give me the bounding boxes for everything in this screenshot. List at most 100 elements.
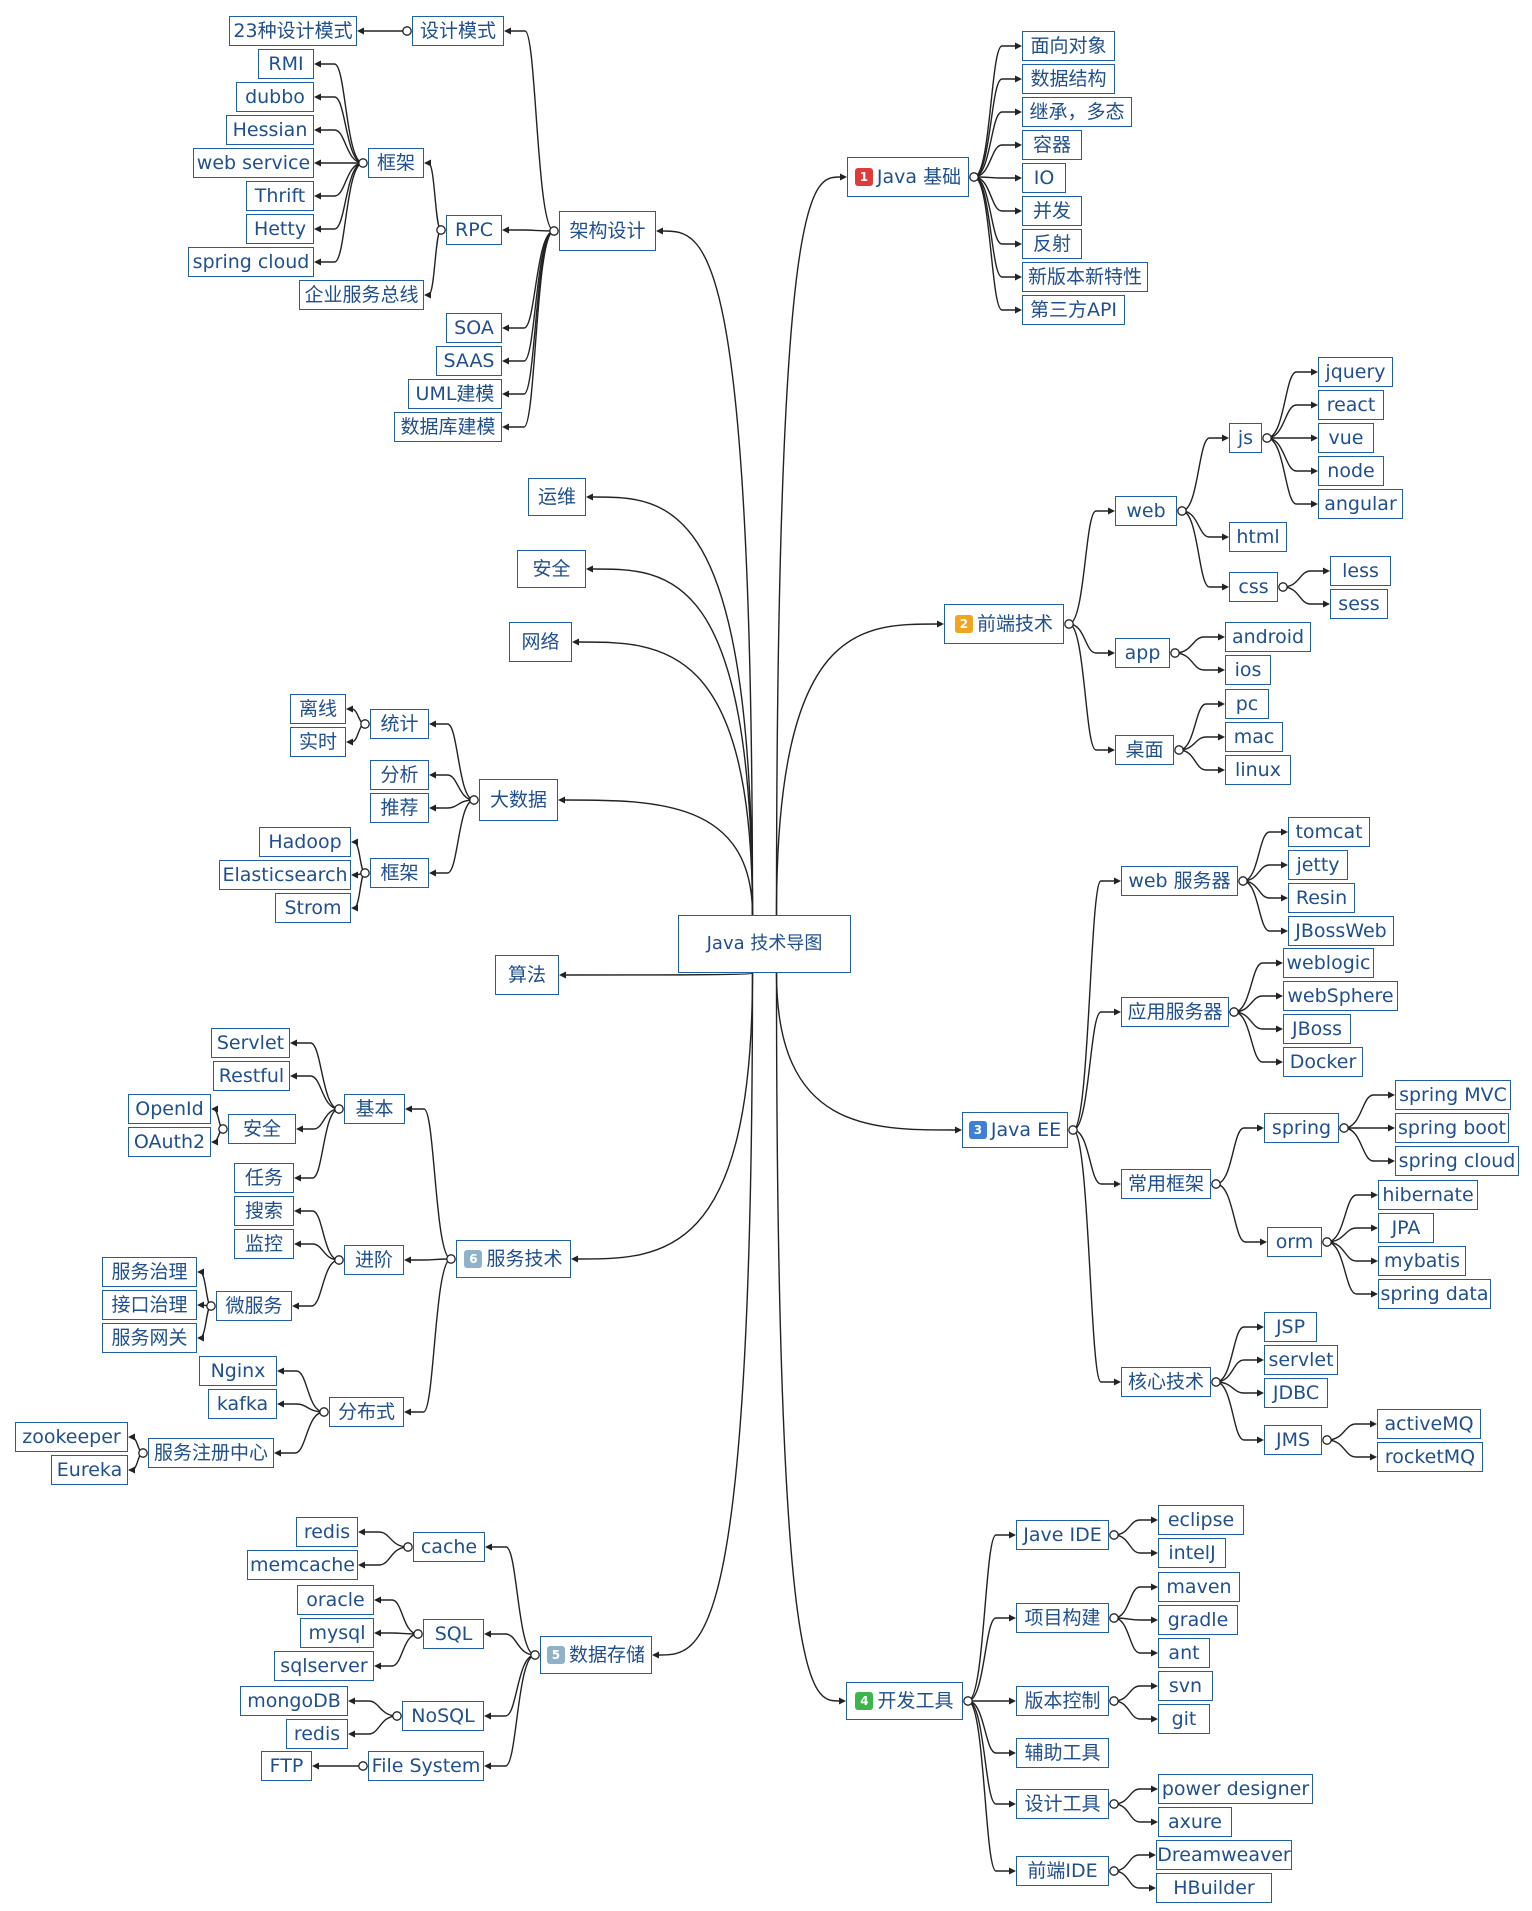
- node-algo[interactable]: 算法: [495, 955, 559, 995]
- node-node[interactable]: node: [1318, 456, 1384, 486]
- collapse-toggle-app[interactable]: [1170, 648, 1180, 658]
- node-arch[interactable]: 架构设计: [559, 211, 656, 251]
- node-j9[interactable]: 第三方API: [1022, 295, 1125, 325]
- node-j3[interactable]: 继承，多态: [1022, 97, 1132, 127]
- node-gw[interactable]: 服务网关: [102, 1323, 197, 1353]
- node-feide[interactable]: 前端IDE: [1016, 1856, 1109, 1886]
- node-cache[interactable]: cache: [413, 1532, 485, 1562]
- node-rmi[interactable]: RMI: [258, 49, 314, 79]
- node-design[interactable]: 设计工具: [1016, 1789, 1109, 1819]
- node-offline[interactable]: 离线: [290, 694, 346, 724]
- node-sboot[interactable]: spring boot: [1395, 1113, 1509, 1143]
- node-sgov[interactable]: 服务治理: [102, 1257, 197, 1287]
- node-vue[interactable]: vue: [1318, 423, 1374, 453]
- node-hadoop[interactable]: Hadoop: [259, 827, 351, 857]
- node-rec[interactable]: 推荐: [370, 793, 429, 823]
- node-uml[interactable]: UML建模: [408, 379, 502, 409]
- collapse-toggle-tools[interactable]: [963, 1696, 973, 1706]
- collapse-toggle-rpc[interactable]: [436, 225, 446, 235]
- node-pd[interactable]: power designer: [1158, 1774, 1313, 1804]
- node-redis1[interactable]: redis: [296, 1517, 358, 1547]
- node-hb[interactable]: HBuilder: [1156, 1873, 1272, 1903]
- node-ide[interactable]: Jave IDE: [1016, 1520, 1109, 1550]
- node-linux[interactable]: linux: [1225, 755, 1291, 785]
- node-svn[interactable]: svn: [1158, 1671, 1213, 1701]
- node-adv[interactable]: 进阶: [344, 1245, 404, 1275]
- collapse-toggle-secb[interactable]: [218, 1124, 228, 1134]
- node-axure[interactable]: axure: [1158, 1807, 1232, 1837]
- node-hessian[interactable]: Hessian: [226, 115, 314, 145]
- node-build[interactable]: 项目构建: [1016, 1603, 1109, 1633]
- node-sec[interactable]: 安全: [517, 550, 586, 588]
- node-dp23[interactable]: 23种设计模式: [229, 16, 357, 46]
- node-esb[interactable]: 企业服务总线: [299, 280, 424, 310]
- node-bfw[interactable]: 框架: [370, 858, 429, 888]
- node-servletb[interactable]: Servlet: [211, 1028, 290, 1058]
- node-j7[interactable]: 反射: [1022, 229, 1082, 259]
- node-es[interactable]: Elasticsearch: [219, 860, 351, 890]
- node-jbossweb[interactable]: JBossWeb: [1288, 916, 1394, 946]
- node-gradle[interactable]: gradle: [1158, 1605, 1238, 1635]
- node-sdata[interactable]: spring data: [1378, 1279, 1491, 1309]
- node-android[interactable]: android: [1225, 622, 1311, 652]
- node-redis2[interactable]: redis: [286, 1719, 348, 1749]
- node-reg[interactable]: 服务注册中心: [148, 1438, 274, 1468]
- node-jpa[interactable]: JPA: [1378, 1213, 1434, 1243]
- node-intelj[interactable]: intelJ: [1158, 1538, 1226, 1568]
- node-ant[interactable]: ant: [1158, 1638, 1210, 1668]
- collapse-toggle-ws[interactable]: [1238, 876, 1248, 886]
- node-sess[interactable]: sess: [1330, 589, 1388, 619]
- collapse-toggle-js[interactable]: [1262, 433, 1272, 443]
- node-nginx[interactable]: Nginx: [199, 1356, 277, 1386]
- node-j6[interactable]: 并发: [1022, 196, 1082, 226]
- node-bd[interactable]: 大数据: [479, 779, 558, 821]
- node-basic[interactable]: 基本: [344, 1094, 405, 1124]
- collapse-toggle-desk[interactable]: [1174, 745, 1184, 755]
- collapse-toggle-web[interactable]: [1177, 506, 1187, 516]
- node-task[interactable]: 任务: [234, 1163, 294, 1193]
- collapse-toggle-svc[interactable]: [446, 1254, 456, 1264]
- node-docker[interactable]: Docker: [1283, 1047, 1363, 1077]
- node-wsvc[interactable]: web service: [193, 148, 314, 178]
- node-jetty[interactable]: jetty: [1288, 850, 1348, 880]
- collapse-toggle-ds[interactable]: [530, 1650, 540, 1660]
- node-j5[interactable]: IO: [1022, 163, 1066, 193]
- node-spring[interactable]: spring: [1264, 1113, 1339, 1143]
- node-aux[interactable]: 辅助工具: [1016, 1738, 1109, 1768]
- node-j4[interactable]: 容器: [1022, 130, 1082, 160]
- node-eclipse[interactable]: eclipse: [1158, 1505, 1244, 1535]
- node-jq[interactable]: jquery: [1318, 357, 1393, 387]
- node-dubbo[interactable]: dubbo: [236, 82, 314, 112]
- node-rpc[interactable]: RPC: [446, 215, 502, 245]
- node-jsp[interactable]: JSP: [1264, 1312, 1317, 1342]
- node-thrift[interactable]: Thrift: [246, 181, 314, 211]
- node-fs[interactable]: File System: [368, 1751, 484, 1781]
- collapse-toggle-as[interactable]: [1229, 1007, 1239, 1017]
- node-kafka[interactable]: kafka: [208, 1389, 277, 1419]
- collapse-toggle-ms[interactable]: [206, 1301, 216, 1311]
- collapse-toggle-bfw[interactable]: [360, 868, 370, 878]
- node-js[interactable]: js: [1229, 423, 1262, 453]
- node-app[interactable]: app: [1115, 638, 1170, 668]
- node-servlet2[interactable]: servlet: [1264, 1345, 1338, 1375]
- collapse-toggle-dp[interactable]: [402, 26, 412, 36]
- node-ms[interactable]: 微服务: [216, 1291, 292, 1321]
- node-mac[interactable]: mac: [1225, 722, 1283, 752]
- node-scloud[interactable]: spring cloud: [1395, 1146, 1519, 1176]
- node-core[interactable]: 核心技术: [1121, 1367, 1211, 1397]
- node-dist[interactable]: 分布式: [329, 1397, 404, 1427]
- node-smvc[interactable]: spring MVC: [1395, 1080, 1511, 1110]
- node-as[interactable]: 应用服务器: [1121, 997, 1229, 1027]
- node-cf[interactable]: 常用框架: [1121, 1169, 1211, 1199]
- node-ws[interactable]: web 服务器: [1121, 866, 1238, 896]
- node-net[interactable]: 网络: [509, 622, 572, 662]
- collapse-toggle-rfw[interactable]: [358, 158, 368, 168]
- node-orm[interactable]: orm: [1267, 1227, 1322, 1257]
- node-react[interactable]: react: [1318, 390, 1384, 420]
- node-openid[interactable]: OpenId: [128, 1094, 211, 1124]
- collapse-toggle-nosql[interactable]: [392, 1711, 402, 1721]
- node-restful[interactable]: Restful: [213, 1061, 290, 1091]
